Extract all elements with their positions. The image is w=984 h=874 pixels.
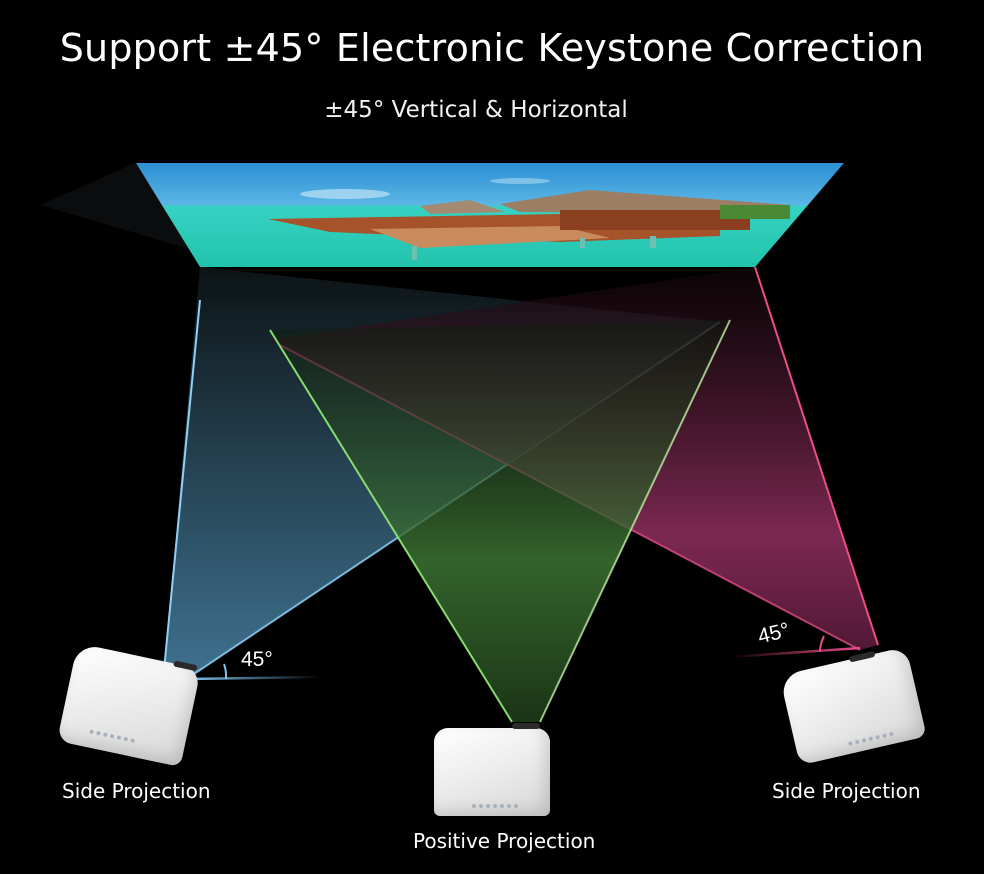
page-title: Support ±45° Electronic Keystone Correct… <box>59 26 925 70</box>
label-positive-projection: Positive Projection <box>413 829 596 853</box>
indicator-lights <box>89 729 136 743</box>
label-side-projection-right: Side Projection <box>772 779 921 803</box>
projector-center <box>434 723 550 816</box>
label-side-projection-left: Side Projection <box>62 779 211 803</box>
indicator-lights <box>472 804 518 808</box>
indicator-lights <box>847 731 894 746</box>
lens <box>512 723 540 729</box>
angle-label-left: 45° <box>241 648 273 671</box>
screen-image <box>136 163 844 267</box>
page-subtitle: ±45° Vertical & Horizontal <box>324 97 628 123</box>
